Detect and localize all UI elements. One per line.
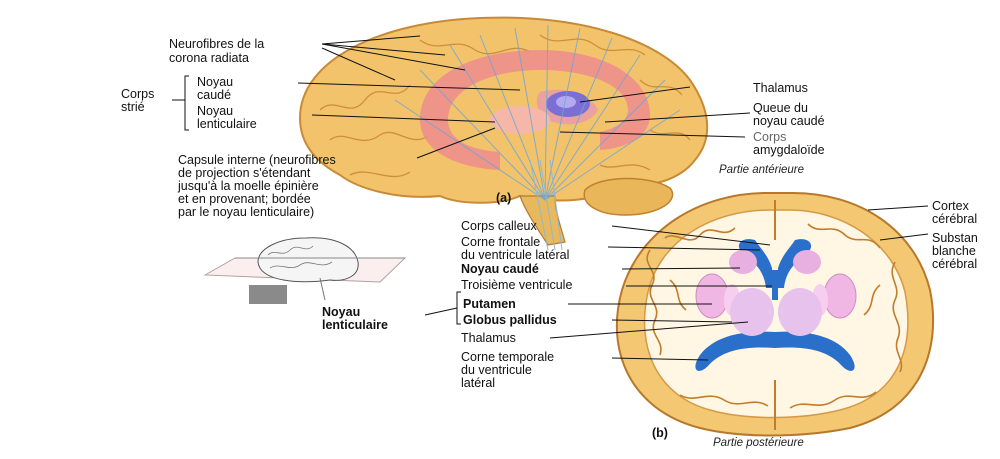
brain-lateral-view <box>300 18 707 250</box>
label-queue-line1: Queue du <box>753 101 808 115</box>
thumbnail-brain <box>205 238 405 304</box>
orientation-posterior: Partie postérieure <box>713 437 804 449</box>
label-capsule-line5: par le noyau lenticulaire) <box>178 205 314 219</box>
label-corne-temporale-line1: Corne temporale <box>461 350 554 364</box>
orientation-anterior: Partie antérieure <box>719 164 804 176</box>
label-substance-line3: cérébral <box>932 257 977 271</box>
label-ventricule-word: ventricule <box>519 278 573 292</box>
label-neurofibres-line2: corona radiata <box>169 51 249 65</box>
label-queue-line2: noyau caudé <box>753 114 825 128</box>
label-capsule-line4: et en provenant; bordée <box>178 192 311 206</box>
label-noyau-caude-a-line1: Noyau <box>197 75 233 89</box>
label-troisieme-ventricule: Troisième ventricule <box>461 278 572 292</box>
label-noyau-lenticulaire-a-line2: lenticulaire <box>197 117 257 131</box>
label-troisieme-word: Troisième <box>461 278 515 292</box>
label-substance-line1: Substan <box>932 231 978 245</box>
label-corps-strie-line2: strié <box>121 100 145 114</box>
brain-horizontal-section <box>617 193 933 436</box>
label-noyau-caude-b: Noyau caudé <box>461 262 539 276</box>
label-capsule-line3: jusqu'à la moelle épinière <box>178 179 319 193</box>
label-corne-frontale-line2: du ventricule latéral <box>461 248 569 262</box>
label-noyau-lenticulaire-a-line1: Noyau <box>197 104 233 118</box>
label-neurofibres-line1: Neurofibres de <box>169 37 251 51</box>
label-thalamus-a: Thalamus <box>753 81 808 95</box>
label-corne-frontale-line1: Corne frontale <box>461 235 540 249</box>
label-noyau-lenticulaire-b-line2: lenticulaire <box>322 318 388 332</box>
label-thalamus-b: Thalamus <box>461 331 516 345</box>
label-substance-line2: blanche <box>932 244 976 258</box>
label-corps-calleux: Corps calleux <box>461 219 537 233</box>
label-capsule-line1: Capsule interne (neurofibres <box>178 153 336 167</box>
label-amygdale-line1: Corps <box>753 130 786 144</box>
label-corne-temporale-line2: du ventricule <box>461 363 532 377</box>
label-cortex-line2: cérébral <box>932 212 977 226</box>
label-neurofibres: Neurofibres de la <box>169 37 264 51</box>
label-noyau-lenticulaire-b-line1: Noyau <box>322 305 360 319</box>
caption-b: (b) <box>652 426 668 440</box>
label-corps-strie-line1: Corps <box>121 87 154 101</box>
label-putamen: Putamen <box>463 297 516 311</box>
label-cortex-line1: Cortex <box>932 199 969 213</box>
caption-a: (a) <box>496 191 511 205</box>
label-capsule-line2: de projection s'étendant <box>178 166 310 180</box>
label-noyau-caude-a-line2: caudé <box>197 88 231 102</box>
label-corne-temporale-line3: latéral <box>461 376 495 390</box>
label-globus-pallidus: Globus pallidus <box>463 313 557 327</box>
label-neurofibres-la: la <box>254 37 264 51</box>
label-amygdale-line2: amygdaloïde <box>753 143 825 157</box>
